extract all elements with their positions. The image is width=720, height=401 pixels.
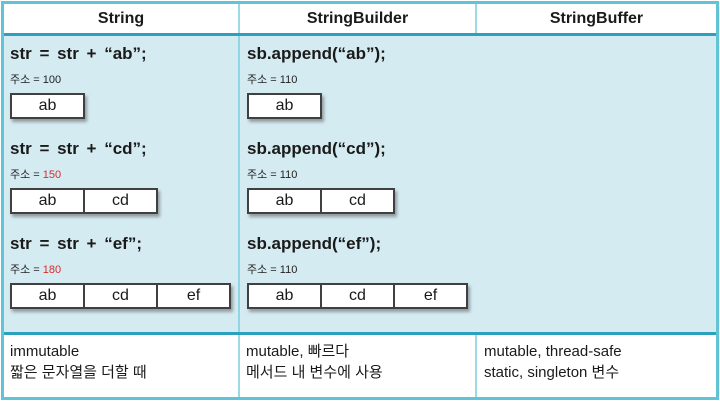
footer-row: immutable 짧은 문자열을 더할 때 mutable, 빠르다 메서드 …: [4, 335, 716, 397]
code-line: str = str + “ef”;: [10, 234, 142, 253]
address-line: 주소 = 110: [247, 73, 716, 87]
body-row: str = str + “ab”; 주소 = 100 ab str = str …: [4, 33, 716, 335]
string-step-3: str = str + “ef”; 주소 = 180 ab cd ef: [10, 234, 238, 309]
address-label: 주소 =: [10, 264, 40, 276]
address-value: 110: [279, 74, 298, 86]
memory-boxes: ab cd: [10, 188, 158, 214]
code-line: sb.append(“cd”);: [247, 139, 386, 158]
memory-cell: ab: [275, 97, 294, 114]
address-label: 주소 =: [247, 74, 277, 86]
address-line: 주소 = 150: [10, 168, 238, 182]
header-stringbuffer: StringBuffer: [549, 10, 644, 27]
header-row: String StringBuilder StringBuffer: [4, 4, 716, 33]
address-label: 주소 =: [247, 169, 277, 181]
memory-cell: cd: [320, 190, 393, 212]
footer-stringbuffer: mutable, thread-safe static, singleton 변…: [477, 335, 716, 397]
address-line: 주소 = 110: [247, 263, 716, 277]
string-column: str = str + “ab”; 주소 = 100 ab str = str …: [4, 36, 240, 332]
memory-cell: cd: [320, 285, 393, 307]
memory-boxes: ab cd ef: [247, 283, 468, 309]
address-value: 100: [42, 74, 62, 86]
address-value: 110: [279, 264, 298, 276]
address-label: 주소 =: [10, 74, 40, 86]
footer-stringbuilder: mutable, 빠르다 메서드 내 변수에 사용: [240, 335, 477, 397]
memory-boxes: ab: [247, 93, 322, 119]
memory-cell: ab: [275, 192, 294, 209]
string-step-1: str = str + “ab”; 주소 = 100 ab: [10, 44, 238, 119]
memory-boxes: ab: [10, 93, 85, 119]
header-stringbuilder: StringBuilder: [240, 4, 477, 33]
memory-cell: ab: [38, 192, 57, 209]
memory-cell: ab: [38, 287, 57, 304]
code-line: str = str + “ab”;: [10, 44, 147, 63]
builder-step-2: sb.append(“cd”); 주소 = 110 ab cd: [247, 139, 716, 214]
address-label: 주소 =: [10, 169, 40, 181]
footer-string: immutable 짧은 문자열을 더할 때: [4, 335, 240, 397]
memory-boxes: ab cd ef: [10, 283, 231, 309]
address-line: 주소 = 110: [247, 168, 716, 182]
memory-cell: ef: [393, 285, 466, 307]
memory-cell: cd: [83, 190, 156, 212]
footer-stringbuffer-line2: static, singleton 변수: [484, 364, 620, 381]
code-line: sb.append(“ab”);: [247, 44, 386, 63]
footer-stringbuilder-line2: 메서드 내 변수에 사용: [246, 364, 383, 381]
address-line: 주소 = 180: [10, 263, 238, 277]
code-line: sb.append(“ef”);: [247, 234, 382, 253]
builder-step-3: sb.append(“ef”); 주소 = 110 ab cd ef: [247, 234, 716, 309]
address-line: 주소 = 100: [10, 73, 238, 87]
footer-stringbuffer-line1: mutable, thread-safe: [484, 343, 622, 360]
footer-string-line1: immutable: [10, 343, 80, 360]
address-value: 180: [42, 264, 62, 276]
footer-stringbuilder-line1: mutable, 빠르다: [246, 343, 350, 360]
memory-boxes: ab cd: [247, 188, 395, 214]
header-string: String: [4, 4, 240, 33]
code-line: str = str + “cd”;: [10, 139, 147, 158]
memory-cell: ab: [275, 287, 294, 304]
footer-string-line2: 짧은 문자열을 더할 때: [10, 364, 147, 381]
memory-cell: ab: [38, 97, 57, 114]
memory-cell: ef: [156, 285, 229, 307]
string-step-2: str = str + “cd”; 주소 = 150 ab cd: [10, 139, 238, 214]
address-value: 150: [42, 169, 62, 181]
builder-step-1: sb.append(“ab”); 주소 = 110 ab: [247, 44, 716, 119]
stringbuilder-column: sb.append(“ab”); 주소 = 110 ab sb.append(“…: [240, 36, 716, 332]
address-value: 110: [279, 169, 298, 181]
memory-cell: cd: [83, 285, 156, 307]
address-label: 주소 =: [247, 264, 277, 276]
